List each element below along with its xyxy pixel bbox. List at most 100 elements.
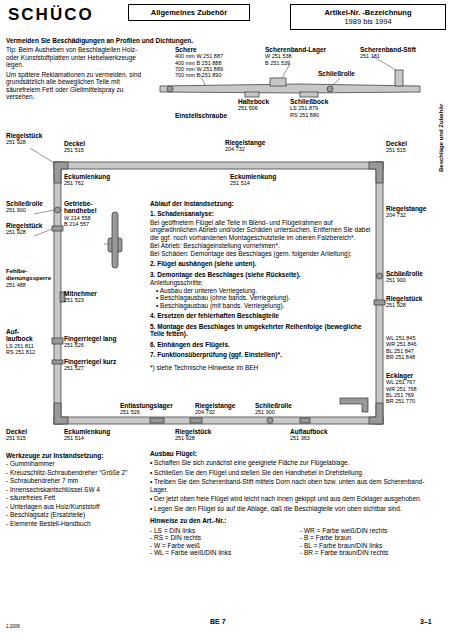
part-number: RS 251 880 xyxy=(290,112,319,118)
brand-logo: SCHÜCO xyxy=(8,6,94,23)
part-number: BL 251 769 xyxy=(386,392,414,398)
label-text: • Schaffen Sie sich zunächst eine geeign… xyxy=(150,459,442,466)
label-text: Riegelstange xyxy=(225,139,265,146)
label-text: Anleitungsschritte: xyxy=(150,279,372,286)
part-number: 251 900 xyxy=(255,409,275,415)
label-text: • Der jetzt oben freie Flügel wird leich… xyxy=(150,495,442,502)
label-text: Deckel xyxy=(386,140,407,147)
label-text: Riegelstück xyxy=(175,428,212,435)
label-text: - Kreuzschlitz-Schraubendreher “Größe 2” xyxy=(6,469,144,476)
part-number: 400 mm W 251 887 xyxy=(175,53,223,59)
label-text: 6. Einhängen des Flügels. xyxy=(150,341,372,348)
part-number: BR 251 848 xyxy=(386,354,415,360)
part-number: 251 928 xyxy=(175,435,195,441)
part-number: 1.2008 xyxy=(6,624,20,629)
label-text: - WL = Farbe weiß/DIN links xyxy=(150,549,295,556)
label-text: Entlastungslager xyxy=(120,402,173,409)
label-text: Fingerriegel lang xyxy=(64,335,116,342)
label-text: Eckumlenkung xyxy=(64,428,110,435)
part-number: LS 251 811 xyxy=(6,343,34,349)
label-text: - säurefreies Fett xyxy=(6,494,144,501)
part-number: 400 mm B 251 888 xyxy=(175,60,221,66)
label-text: • Ausbau der unteren Verriegelung. xyxy=(156,287,372,294)
label-text: - Beschlagsatz (Ersatzteile) xyxy=(6,511,144,518)
label-text: Deckel xyxy=(64,140,85,147)
label-text: Beschläge und Zubehör xyxy=(438,104,445,172)
label-text: Riegelstange xyxy=(195,402,235,409)
label-text: Riegelstange xyxy=(386,205,426,212)
label-text: - BR = Farbe braun/DIN rechts xyxy=(300,549,445,556)
label-text: Schere xyxy=(175,46,197,53)
part-number: 251 515 xyxy=(386,147,406,153)
part-number: 251 526 xyxy=(64,342,84,348)
label-text: - WR = Farbe weiß/DIN rechts xyxy=(300,527,445,534)
label-text: Bei Abrieb: Beschlageinstellung vornehme… xyxy=(150,242,372,249)
label-text: - RS = DIN rechts xyxy=(150,534,295,541)
label-text: 7. Funktionsüberprüfung (ggf. Einstellen… xyxy=(150,351,372,358)
label-text: Ecklager xyxy=(386,372,413,379)
label-text: Deckel xyxy=(6,428,27,435)
part-number: 251 363 xyxy=(290,435,310,441)
label-text: 2. Flügel aushängen (siehe unten). xyxy=(150,260,372,267)
label-text: • Treiben Sie den Scherenband-Stift mitt… xyxy=(150,478,442,493)
label-text: 3. Demontage des Beschlages (siehe Rücks… xyxy=(150,271,372,278)
label-text: Um spätere Reklamationen zu vermeiden, s… xyxy=(6,71,146,101)
part-number: 251 900 xyxy=(6,207,26,213)
part-number: 251 181 xyxy=(360,53,380,59)
label-text: Werkzeuge zur Instandsetzung: xyxy=(6,452,144,459)
label-text: Schließrolle xyxy=(318,70,355,77)
label-text: - Elemente Bestell-Handbuch xyxy=(6,520,144,527)
part-number: BR 251 770 xyxy=(386,398,415,404)
part-number: 251 523 xyxy=(64,297,84,303)
label-text: Fingerriegel kurz xyxy=(64,358,116,365)
label-text: Eckumlenkung xyxy=(230,173,276,180)
label-text: Bei geöffnetem Flügel alle Teile in Blen… xyxy=(150,219,372,241)
label-text: Haltebock xyxy=(238,98,269,105)
part-number: 251 514 xyxy=(64,435,84,441)
label-text: Auflaufbock xyxy=(290,428,328,435)
label-text: Schließrolle xyxy=(255,402,292,409)
part-number: WR 251 846 xyxy=(386,341,417,347)
label-text: - Unterlagen aus Holz/Kunststoff xyxy=(6,503,144,510)
part-number: 700 mm B 251 890 xyxy=(175,72,221,78)
part-number: W 251 538 xyxy=(265,53,292,59)
part-number: 204 732 xyxy=(225,146,245,152)
label-text: 4. Ersetzen der fehlerhaften Beschlagtei… xyxy=(150,312,372,319)
label-text: Eckumlenkung xyxy=(64,173,110,180)
part-number: 204 732 xyxy=(386,212,406,218)
part-number: 700 mm W 251 889 xyxy=(175,66,223,72)
label-text: Riegelstück xyxy=(6,132,43,139)
label-text: Hinweise zu den Art.-Nr.: xyxy=(150,517,442,524)
label-text: Vermeiden Sie Beschädigungen an Profilen… xyxy=(6,37,193,44)
header-text: Artikel-Nr. -Bezeichnung xyxy=(297,8,439,17)
part-number: 251 762 xyxy=(64,180,84,186)
part-number: 204 732 xyxy=(195,409,215,415)
header-text: Allgemeines Zubehör xyxy=(135,8,243,17)
label-text: Ausbau Flügel: xyxy=(150,450,442,457)
label-text: • Beschlagausbau (ohne bands. Verriegelu… xyxy=(156,294,372,301)
part-number: B 251 539 xyxy=(265,60,290,66)
part-number: W 214 558 xyxy=(64,215,91,221)
label-text: - B = Farbe braun xyxy=(300,534,445,541)
part-number: WL 251 845 xyxy=(386,335,415,341)
label-text: Riegelstück xyxy=(386,295,423,302)
label-text: Schließbock xyxy=(290,98,328,105)
label-text: 3–1 xyxy=(420,618,432,626)
part-number: 251 928 xyxy=(6,139,26,145)
part-number: WR 251 768 xyxy=(386,386,417,392)
part-number: 251 928 xyxy=(6,229,26,235)
label-text: - Gummihammer xyxy=(6,460,144,467)
label-text: Bei Schäden: Demontage des Beschlages (g… xyxy=(150,250,372,257)
part-number: 251 506 xyxy=(238,105,258,111)
label-text: Getriebe- handhebel xyxy=(64,200,106,215)
part-number: RS 251 812 xyxy=(6,349,35,355)
label-text: Einstellschraube xyxy=(175,112,227,119)
label-text: *) siehe Technische Hinweise im BEH xyxy=(150,364,372,371)
label-text: Schließrolle xyxy=(6,200,43,207)
header-box: Artikel-Nr. -Bezeichnung1989 bis 1994 xyxy=(290,4,446,30)
part-number: BL 251 847 xyxy=(386,348,414,354)
part-number: B 214 557 xyxy=(64,221,89,227)
label-text: Scherenband-Stift xyxy=(360,46,416,53)
label-text: - BL = Farbe braun/DIN links xyxy=(300,542,445,549)
part-number: 251 514 xyxy=(230,180,250,186)
